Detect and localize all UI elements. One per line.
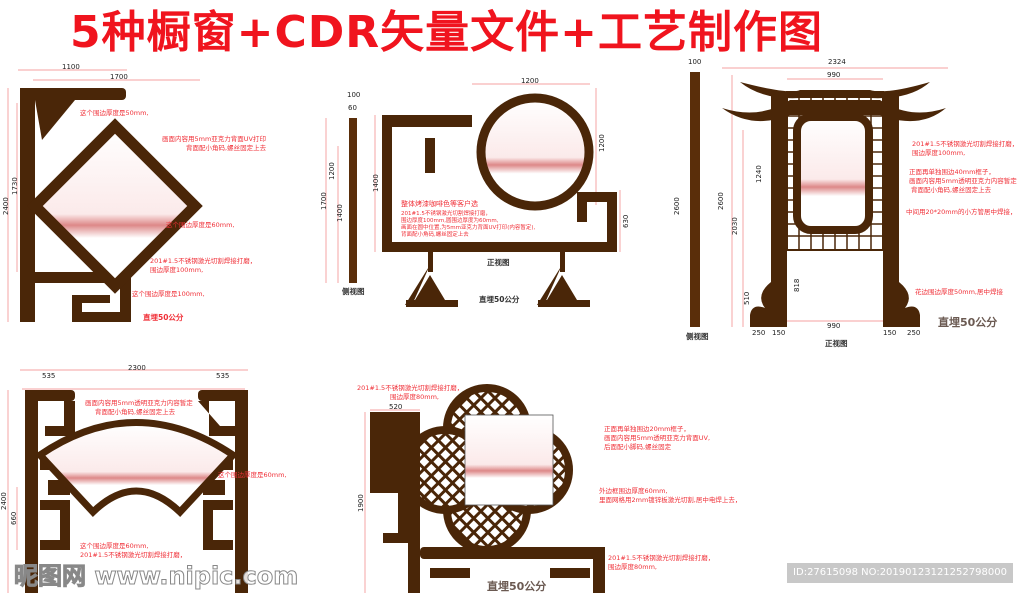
dim-label: 520 xyxy=(389,403,403,411)
dim-label: 1700 xyxy=(320,192,328,210)
dim-label: 100 xyxy=(688,58,702,66)
color-note: 整体烤漆咖啡色等客户选 xyxy=(401,200,478,208)
dim-label: 1730 xyxy=(11,177,19,195)
dim-label: 2400 xyxy=(2,197,10,215)
dim-label: 2324 xyxy=(828,58,846,66)
annotation: 201#1.5不锈钢激光切割焊接打磨， xyxy=(150,257,257,265)
annotation: 花边围边厚度50mm,居中焊接 xyxy=(915,288,1004,296)
annotation: 后面配小脚码,螺丝固定 xyxy=(604,443,672,451)
annotation: 201#1.5不锈钢激光切割焊接打磨， xyxy=(912,140,1019,148)
dim-label: 150 xyxy=(883,329,897,337)
dim-label: 150 xyxy=(772,329,786,337)
bury-depth: 直埋50公分 xyxy=(487,580,547,593)
dim-label: 1100 xyxy=(62,63,80,71)
dim-label: 1400 xyxy=(336,204,344,222)
annotation: 画面内容用5mm透明亚克力背面UV, xyxy=(604,434,711,442)
annotation: 这个围边厚度是60mm, xyxy=(218,471,287,479)
dim-label: 1200 xyxy=(328,162,336,180)
dim-label: 2300 xyxy=(128,364,146,372)
annotation: 201#1.5不锈钢激光切割焊接打磨， xyxy=(401,211,491,217)
dim-label: 100 xyxy=(347,91,361,99)
annotation: 画面在圆中位置,为5mm亚克力背面UV打印(内容暂定), xyxy=(401,225,536,231)
dim-label: 1240 xyxy=(755,165,763,183)
annotation: 背面配小角码,螺丝固定上去 xyxy=(186,144,267,152)
bury-depth: 直埋50公分 xyxy=(143,313,184,322)
annotation: 围边厚度100mm, xyxy=(912,149,966,157)
annotation: 围边厚度100mm, xyxy=(150,266,204,274)
dim-label: 2030 xyxy=(731,217,739,235)
dim-label: 630 xyxy=(622,214,630,228)
annotation: 中间用20*20mm的小方管居中焊接， xyxy=(906,208,1017,216)
dim-label: 1200 xyxy=(521,77,539,85)
annotation: 背面配小角码,螺丝固定上去 xyxy=(911,186,992,194)
front-view-caption: 正视图 xyxy=(825,339,848,348)
dim-label: 250 xyxy=(752,329,766,337)
annotation: 画面内容用5mm透明亚克力内容暂定 xyxy=(909,177,1017,185)
dim-label: 1900 xyxy=(357,494,365,512)
dim-label: 510 xyxy=(743,291,751,305)
annotation: 围边厚度80mm, xyxy=(608,563,658,571)
watermark: 昵图网 www.nipic.com xyxy=(13,562,299,590)
image-id-bar: ID:27615098 NO:20190123121252798000 xyxy=(787,563,1013,583)
dim-label: 60 xyxy=(348,104,357,112)
annotation: 这个围边厚度是50mm, xyxy=(80,109,149,117)
annotation: 外边框围边厚度60mm, xyxy=(599,487,668,495)
annotation: 背面配小角码,螺丝固定上去 xyxy=(95,408,176,416)
annotation: 201#1.5不锈钢激光切割焊接打磨， xyxy=(357,384,464,392)
annotation: 里面网格用2mm镀锌板激光切割,居中电焊上去， xyxy=(599,496,742,504)
annotation: 这个围边厚度是60mm, xyxy=(80,542,149,550)
annotation: 201#1.5不锈钢激光切割焊接打磨， xyxy=(80,551,187,559)
dim-label: 990 xyxy=(827,71,841,79)
bury-depth: 直埋50公分 xyxy=(479,295,520,304)
annotation: 201#1.5不锈钢激光切割焊接打磨， xyxy=(608,554,715,562)
dim-label: 990 xyxy=(827,322,841,330)
dimension-lines xyxy=(7,67,948,593)
dim-label: 818 xyxy=(793,278,801,292)
annotation: 这个围边厚度是60mm, xyxy=(166,221,235,229)
annotation: 画面内容用5mm透明亚克力内容暂定 xyxy=(85,399,193,407)
annotation: 背面配小角码,螺丝固定上去 xyxy=(401,232,469,238)
dim-label: 2600 xyxy=(673,197,681,215)
dim-label: 1700 xyxy=(110,73,128,81)
dim-label: 2400 xyxy=(0,492,8,510)
annotation: 正面再单独围边20mm框子， xyxy=(604,425,690,433)
annotation: 围边厚度100mm,圆围边厚度为60mm, xyxy=(401,218,499,224)
dim-label: 250 xyxy=(907,329,921,337)
annotation: 正面再单独围边40mm框子， xyxy=(909,168,995,176)
front-view-caption: 正视图 xyxy=(487,258,510,267)
side-view-caption: 侧视图 xyxy=(686,332,709,341)
frames xyxy=(20,72,946,593)
side-view-caption: 侧视图 xyxy=(342,287,365,296)
page-title: 5种橱窗+CDR矢量文件+工艺制作图 xyxy=(70,7,824,58)
dim-label: 535 xyxy=(42,372,56,380)
annotation: 这个围边厚度是100mm, xyxy=(132,290,205,298)
dim-label: 2600 xyxy=(717,192,725,210)
bury-depth: 直埋50公分 xyxy=(938,316,998,329)
annotation: 画面内容用5mm亚克力背面UV打印 xyxy=(162,135,267,143)
annotation: 围边厚度80mm, xyxy=(390,393,440,401)
dim-label: 535 xyxy=(216,372,230,380)
dim-label: 1400 xyxy=(372,174,380,192)
dim-label: 660 xyxy=(10,511,18,525)
dim-label: 1200 xyxy=(598,134,606,152)
